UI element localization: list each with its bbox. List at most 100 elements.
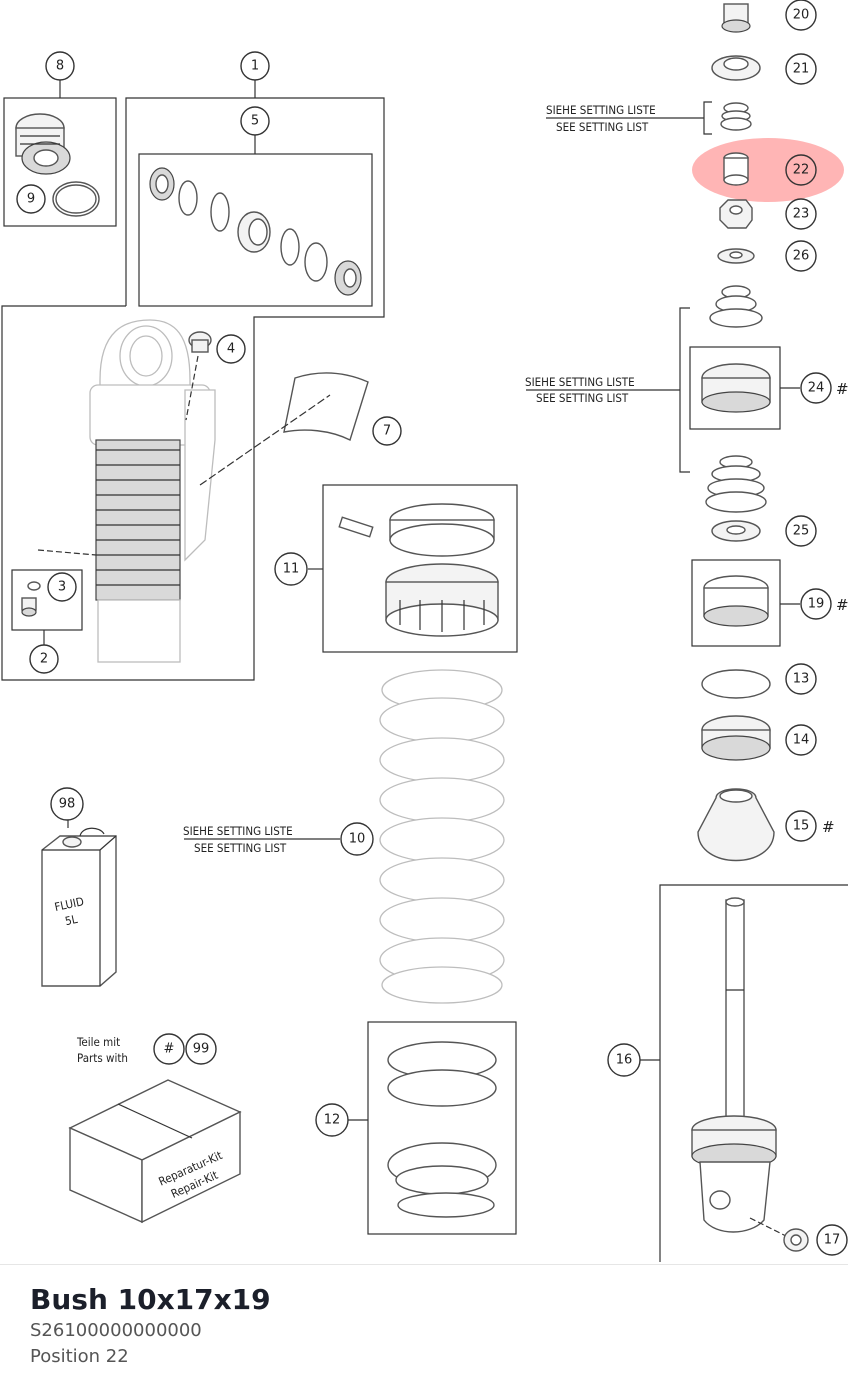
svg-text:24: 24 (808, 381, 825, 396)
callout-3[interactable]: 3 (47, 572, 77, 602)
callout-hash[interactable]: # (153, 1033, 185, 1065)
callout-25[interactable]: 25 (785, 515, 817, 547)
spring-threads (96, 449, 180, 586)
part-9-o-ring[interactable] (52, 181, 100, 217)
svg-text:4: 4 (227, 342, 235, 357)
callout-19[interactable]: 19 (800, 588, 832, 620)
part-2-3-bleed-screw[interactable] (11, 549, 97, 645)
svg-text:13: 13 (793, 672, 810, 687)
part-8-reservoir-piston[interactable] (15, 113, 71, 175)
shock-absorber-group-frame (1, 80, 385, 681)
part-19-piston-seal[interactable] (691, 559, 800, 647)
callout-2[interactable]: 2 (29, 644, 59, 674)
kit-note-en: Parts with (77, 1051, 128, 1065)
callout-23[interactable]: 23 (785, 198, 817, 230)
svg-text:8: 8 (56, 59, 64, 74)
svg-text:26: 26 (793, 249, 810, 264)
svg-text:1: 1 (251, 59, 259, 74)
part-number: S26100000000000 (30, 1320, 202, 1341)
hash-marker-15: # (822, 818, 835, 836)
setting-note-spring-en: SEE SETTING LIST (194, 841, 287, 855)
part-14-seal-head[interactable] (701, 715, 771, 761)
svg-text:23: 23 (793, 207, 810, 222)
setting-note-middle: SIEHE SETTING LISTE SEE SETTING LIST (525, 375, 635, 405)
svg-text:16: 16 (616, 1053, 633, 1068)
setting-note-spring: SIEHE SETTING LISTE SEE SETTING LIST (183, 824, 293, 855)
part-22-bush[interactable] (692, 138, 844, 202)
callout-1[interactable]: 1 (240, 51, 270, 81)
callout-11[interactable]: 11 (274, 552, 308, 586)
callout-4[interactable]: 4 (216, 334, 246, 364)
callout-9[interactable]: 9 (16, 184, 46, 214)
part-25-washer[interactable] (711, 520, 761, 542)
hash-marker-19: # (836, 596, 848, 614)
svg-text:22: 22 (793, 163, 810, 178)
part-10-spring[interactable] (184, 669, 505, 1004)
setting-note-middle-en: SEE SETTING LIST (536, 391, 629, 405)
part-12-spring-seats[interactable] (348, 1021, 517, 1235)
callout-7[interactable]: 7 (372, 416, 402, 446)
part-15-bump-stop[interactable] (697, 788, 775, 862)
shim-stack-top[interactable] (546, 101, 752, 135)
callout-8[interactable]: 8 (45, 51, 75, 81)
callout-99[interactable]: 99 (185, 1033, 217, 1065)
part-13-circlip[interactable] (701, 669, 771, 699)
callout-14[interactable]: 14 (785, 724, 817, 756)
part-17-rubber-bushing[interactable] (783, 1228, 809, 1252)
svg-text:10: 10 (349, 832, 366, 847)
callout-15[interactable]: 15 (785, 810, 817, 842)
part-5-seal-kit[interactable] (149, 167, 362, 296)
callout-12[interactable]: 12 (315, 1103, 349, 1137)
svg-text:17: 17 (824, 1233, 841, 1248)
part-title: Bush 10x17x19 (30, 1283, 271, 1316)
part-position: Position 22 (30, 1346, 129, 1367)
svg-text:19: 19 (808, 597, 825, 612)
part-4-valve-cap[interactable] (185, 331, 212, 421)
callout-5[interactable]: 5 (240, 106, 270, 136)
part-7-sticker[interactable] (199, 372, 369, 486)
can-label-line2: 5L (64, 912, 79, 928)
svg-text:#: # (164, 1042, 175, 1057)
svg-text:5: 5 (251, 114, 259, 129)
callout-21[interactable]: 21 (785, 53, 817, 85)
callout-17[interactable]: 17 (816, 1224, 848, 1256)
callout-24[interactable]: 24 (800, 372, 832, 404)
callout-13[interactable]: 13 (785, 663, 817, 695)
part-99-repair-kit-box[interactable]: Reparatur-Kit Repair-Kit (68, 1079, 242, 1224)
setting-note-top-en: SEE SETTING LIST (556, 120, 649, 134)
part-23-nut[interactable] (719, 199, 753, 229)
svg-text:12: 12 (324, 1113, 341, 1128)
part-21-cap[interactable] (711, 55, 761, 81)
can-label-line1: FLUID (53, 894, 85, 914)
part-22-highlight (692, 138, 844, 202)
part-26-washer[interactable] (717, 248, 755, 264)
part-16-piston-rod[interactable] (640, 884, 848, 1262)
part-20-adjuster-screw[interactable] (721, 3, 751, 33)
part-24-piston-group[interactable] (526, 285, 800, 513)
svg-text:15: 15 (793, 819, 810, 834)
part-98-fluid-can[interactable]: FLUID 5L (41, 818, 117, 987)
svg-text:2: 2 (40, 652, 48, 667)
svg-text:14: 14 (793, 733, 810, 748)
part-detail-footer: Bush 10x17x19 S26100000000000 Position 2… (0, 1264, 848, 1391)
svg-text:98: 98 (59, 797, 76, 812)
callout-26[interactable]: 26 (785, 240, 817, 272)
callout-20[interactable]: 20 (785, 0, 817, 31)
svg-text:25: 25 (793, 524, 810, 539)
svg-text:9: 9 (27, 192, 35, 207)
hash-marker-24: # (836, 380, 848, 398)
svg-text:99: 99 (193, 1042, 210, 1057)
callout-22[interactable]: 22 (785, 154, 817, 186)
setting-note-top-de: SIEHE SETTING LISTE (546, 103, 656, 117)
part-11-preload-adjuster[interactable] (308, 484, 518, 653)
setting-note-top: SIEHE SETTING LISTE SEE SETTING LIST (546, 103, 656, 134)
callout-16[interactable]: 16 (607, 1043, 641, 1077)
callout-98[interactable]: 98 (50, 787, 84, 821)
setting-note-middle-de: SIEHE SETTING LISTE (525, 375, 635, 389)
callout-10[interactable]: 10 (340, 822, 374, 856)
svg-text:11: 11 (283, 562, 300, 577)
kit-note-de: Teile mit (76, 1035, 120, 1049)
exploded-parts-diagram: FLUID 5L Reparatur-Kit Repair-Kit Teile … (1, 0, 848, 1262)
svg-text:3: 3 (58, 580, 66, 595)
setting-note-spring-de: SIEHE SETTING LISTE (183, 824, 293, 838)
